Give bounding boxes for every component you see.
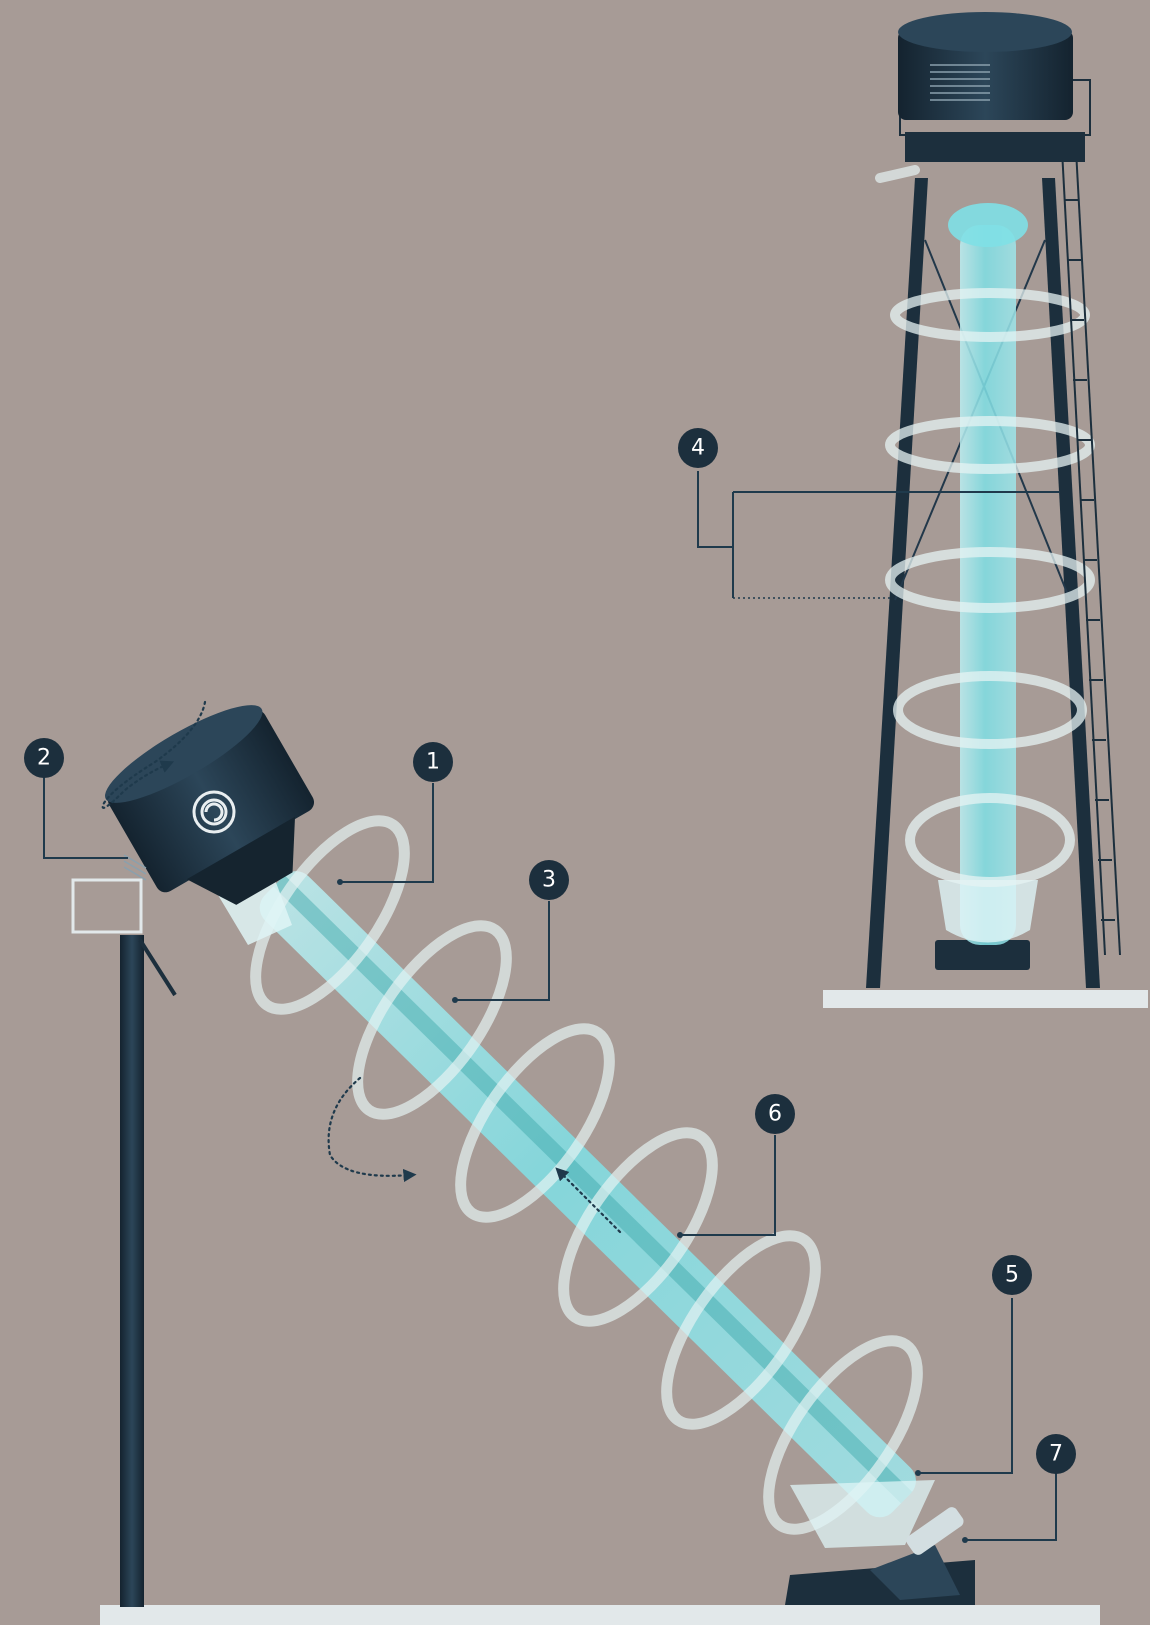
- tower-bottom-bowl: [938, 880, 1038, 943]
- tower-platform: [905, 132, 1085, 162]
- ground-slab: [100, 1605, 1100, 1625]
- callout-3-number: 3: [542, 868, 556, 893]
- callout-6: 6: [755, 1094, 795, 1134]
- tower-side-nozzle: [880, 170, 915, 178]
- leader-6-dot: [677, 1232, 683, 1238]
- tower-tube-top: [948, 203, 1028, 247]
- vertical-tower: [823, 12, 1148, 1008]
- tower-base-slab: [823, 990, 1148, 1008]
- leader-3-dot: [452, 997, 458, 1003]
- support-pole: [120, 935, 144, 1607]
- callout-5: 5: [992, 1255, 1032, 1295]
- inclined-assembly: [73, 690, 1100, 1625]
- callout-1-number: 1: [426, 750, 440, 775]
- support-cage: [73, 880, 141, 932]
- leader-1-dot: [337, 879, 343, 885]
- leader-5: [918, 1298, 1012, 1473]
- leader-7-dot: [962, 1537, 968, 1543]
- callout-4: 4: [678, 428, 718, 468]
- callout-3: 3: [529, 860, 569, 900]
- callout-1: 1: [413, 742, 453, 782]
- leader-5-dot: [915, 1470, 921, 1476]
- callout-7: 7: [1036, 1434, 1076, 1474]
- rotation-arrow-icon: [329, 1078, 410, 1176]
- callout-7-number: 7: [1049, 1442, 1063, 1467]
- leader-7: [965, 1470, 1056, 1540]
- callout-4-number: 4: [691, 436, 705, 461]
- callout-5-number: 5: [1005, 1263, 1019, 1288]
- callout-2: 2: [24, 738, 64, 778]
- support-strut: [140, 940, 175, 995]
- callout-6-number: 6: [768, 1102, 782, 1127]
- tower-fan-top: [898, 12, 1072, 52]
- callout-2-number: 2: [37, 746, 51, 771]
